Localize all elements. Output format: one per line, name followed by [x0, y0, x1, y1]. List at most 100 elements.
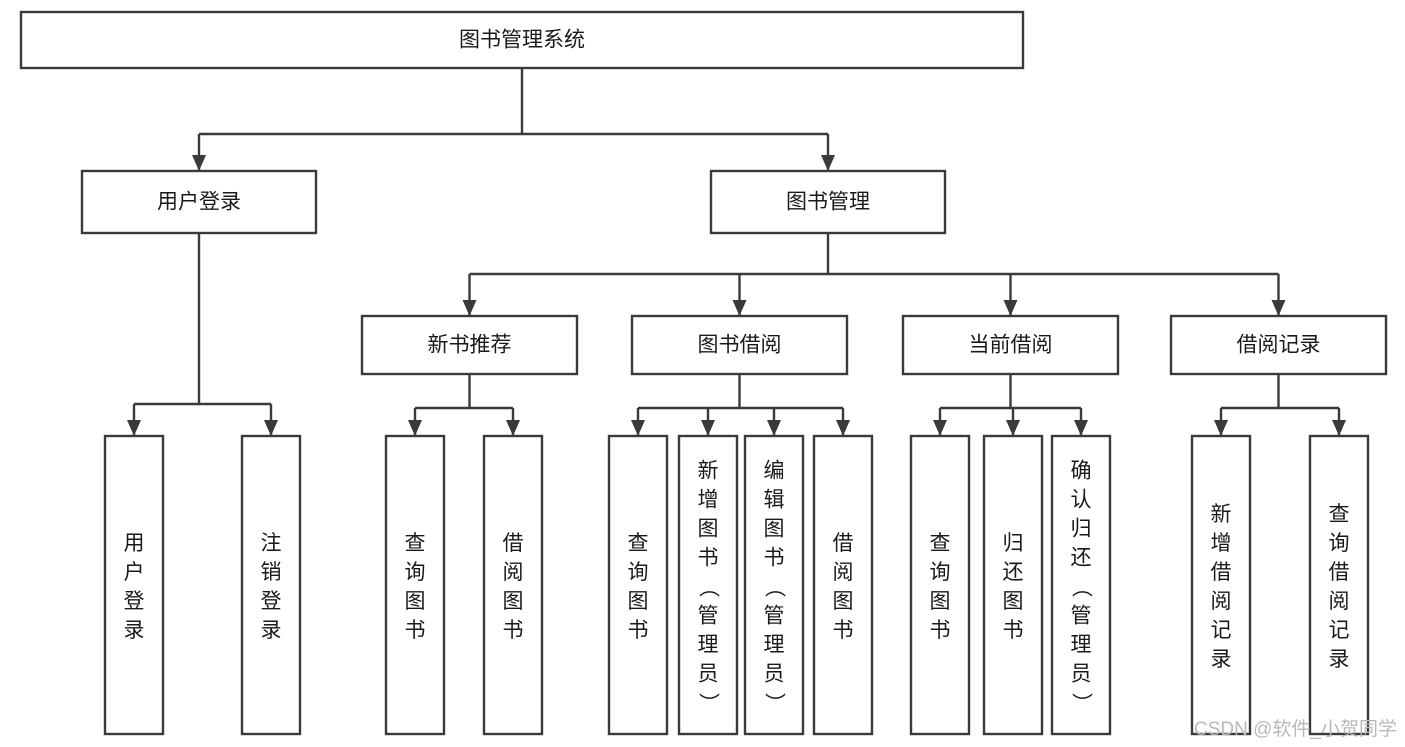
connector-lines-layer — [127, 68, 1346, 436]
node-borrow[interactable]: 图书借阅 — [630, 314, 849, 376]
node-bookmgmt[interactable]: 图书管理 — [709, 169, 947, 235]
arrow-head-icon — [732, 300, 747, 316]
node-label-char: 录 — [124, 619, 145, 642]
node-label-char: 编 — [764, 460, 785, 483]
arrow-head-icon — [408, 420, 422, 436]
node-label: 借阅记录 — [1237, 334, 1321, 357]
arrow-head-icon — [821, 155, 835, 171]
node-label-char: 图 — [405, 590, 426, 613]
node-label-char: 询 — [930, 561, 951, 584]
node-label-char: 增 — [698, 489, 719, 512]
node-label-char: 归 — [1003, 532, 1024, 555]
node-label-char: 阅 — [1211, 590, 1232, 613]
node-label-char: 管 — [1071, 605, 1092, 628]
node-label-char: 认 — [1071, 489, 1092, 512]
node-label-char: 理 — [1071, 634, 1092, 657]
node-box — [709, 169, 947, 235]
node-label-char: 书 — [698, 547, 719, 570]
diagram-nodes-layer: 图书管理系统用户登录图书管理新书推荐图书借阅当前借阅借阅记录用户登录注销登录查询… — [19, 10, 1388, 736]
node-newbook[interactable]: 新书推荐 — [360, 314, 579, 376]
node-label-char: 录 — [1329, 648, 1350, 671]
node-label-char: 书 — [628, 619, 649, 642]
node-label-char: 借 — [503, 532, 524, 555]
arrow-head-icon — [264, 420, 278, 436]
arrow-head-icon — [1003, 300, 1018, 316]
node-label-char: 图 — [833, 590, 854, 613]
node-label-char: 书 — [930, 619, 951, 642]
node-label-char: 图 — [698, 518, 719, 541]
node-box — [982, 434, 1044, 736]
arrow-head-icon — [767, 420, 781, 436]
node-label-char: ） — [763, 693, 786, 714]
node-label-char: （ — [1070, 577, 1093, 598]
node-label-char: ） — [1070, 693, 1093, 714]
node-label-char: 图 — [1003, 590, 1024, 613]
arrow-head-icon — [836, 420, 850, 436]
node-records[interactable]: 借阅记录 — [1169, 314, 1388, 376]
node-label-char: 新 — [1211, 503, 1232, 526]
node-label-char: 理 — [698, 634, 719, 657]
node-label-char: 理 — [764, 634, 785, 657]
node-label-char: 阅 — [503, 561, 524, 584]
node-label-char: 记 — [1211, 619, 1232, 642]
node-label: 图书管理系统 — [459, 29, 585, 52]
node-label-char: 查 — [1329, 503, 1350, 526]
node-label: 当前借阅 — [969, 334, 1053, 357]
node-label: 图书管理 — [786, 191, 870, 214]
node-box — [630, 314, 849, 376]
node-label-char: 书 — [1003, 619, 1024, 642]
node-box — [1169, 314, 1388, 376]
node-label-char: 登 — [124, 590, 145, 613]
node-label-char: 管 — [698, 605, 719, 628]
node-label-char: 图 — [628, 590, 649, 613]
node-label-char: 阅 — [833, 561, 854, 584]
arrow-head-icon — [1006, 420, 1020, 436]
node-box — [80, 169, 318, 235]
node-current[interactable]: 当前借阅 — [901, 314, 1120, 376]
arrow-head-icon — [1214, 420, 1228, 436]
watermark-label: CSDN @软件_小贺同学 — [1194, 719, 1397, 740]
node-label-char: （ — [697, 577, 720, 598]
node-label-char: 用 — [124, 532, 145, 555]
node-label-char: 询 — [405, 561, 426, 584]
node-box — [103, 434, 165, 736]
arrow-head-icon — [933, 420, 947, 436]
node-label-char: 新 — [698, 460, 719, 483]
node-label: 用户登录 — [157, 191, 241, 214]
node-root[interactable]: 图书管理系统 — [19, 10, 1025, 70]
node-label-char: 员 — [698, 663, 719, 686]
arrow-head-icon — [192, 155, 206, 171]
node-label-char: 询 — [1329, 532, 1350, 555]
node-box — [743, 434, 805, 736]
node-label-char: 记 — [1329, 619, 1350, 642]
node-label-char: 录 — [1211, 648, 1232, 671]
node-label-char: 录 — [261, 619, 282, 642]
node-box — [482, 434, 544, 736]
arrow-head-icon — [127, 420, 141, 436]
node-label-char: （ — [763, 577, 786, 598]
node-label-char: 注 — [261, 532, 282, 555]
node-label-char: 确 — [1071, 460, 1092, 483]
node-box — [1308, 434, 1370, 736]
arrow-head-icon — [462, 300, 477, 316]
node-label-char: 图 — [503, 590, 524, 613]
node-label: 新书推荐 — [428, 334, 512, 357]
node-login[interactable]: 用户登录 — [80, 169, 318, 235]
node-label-char: 借 — [833, 532, 854, 555]
node-label-char: 登 — [261, 590, 282, 613]
node-label-char: 书 — [405, 619, 426, 642]
node-leaf-user-login[interactable]: 用户登录 — [103, 434, 165, 736]
